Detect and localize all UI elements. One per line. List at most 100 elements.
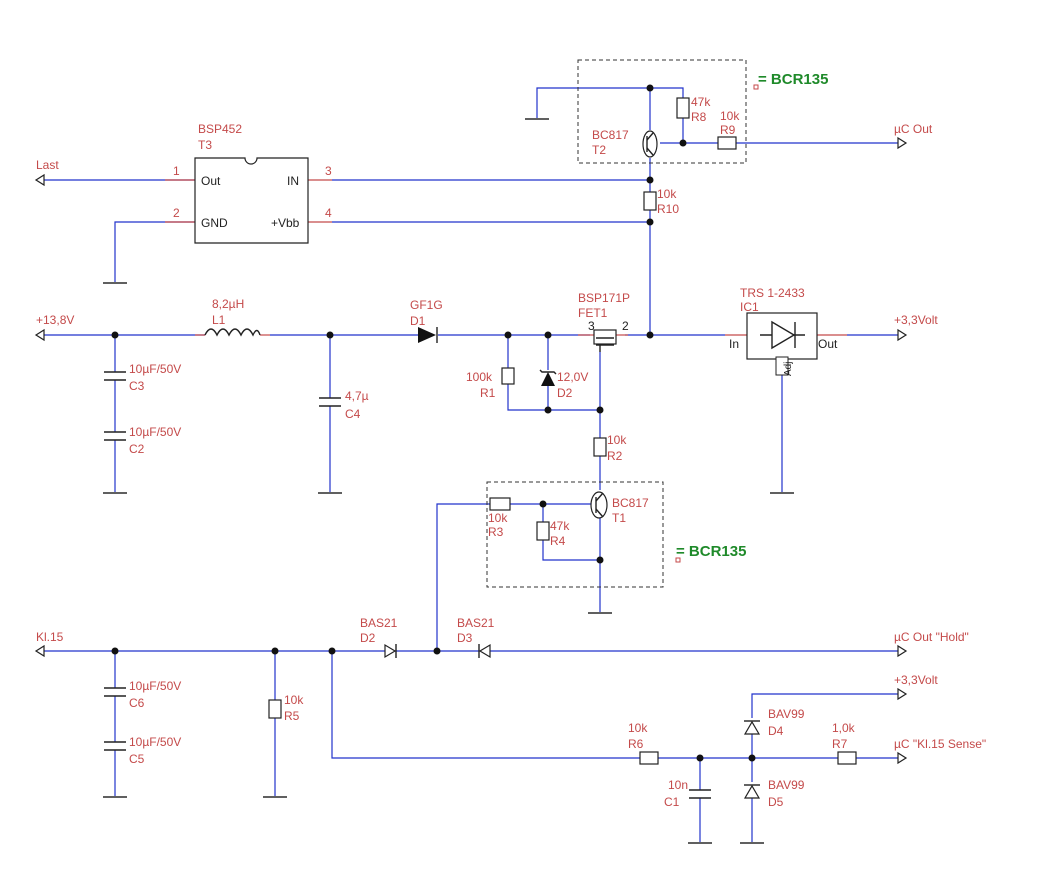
net-13v8-label: +13,8V bbox=[36, 313, 74, 327]
c6-value-label: 10µF/50V bbox=[129, 679, 181, 693]
t1-ref-label: T1 bbox=[612, 511, 626, 525]
r10-value-label: 10k bbox=[657, 187, 677, 201]
r4-value-label: 47k bbox=[550, 519, 570, 533]
t3-gnd-pin-name: GND bbox=[201, 216, 228, 230]
c5-value-label: 10µF/50V bbox=[129, 735, 181, 749]
t3-type-label: BSP452 bbox=[198, 122, 242, 136]
net-uc-kl15-sense-label: µC "Kl.15 Sense" bbox=[894, 737, 986, 751]
t3-pin1-label: 1 bbox=[173, 164, 180, 178]
connector-arrows bbox=[34, 136, 908, 765]
d2-zener bbox=[539, 369, 557, 386]
fet1-mosfet bbox=[593, 329, 617, 352]
c4-value-label: 4,7µ bbox=[345, 389, 369, 403]
r5-value-label: 10k bbox=[284, 693, 304, 707]
t2-type-label: BC817 bbox=[592, 128, 629, 142]
junction-dots bbox=[111, 84, 756, 762]
d1-ref-label: D1 bbox=[410, 314, 426, 328]
c1-value-label: 10n bbox=[668, 778, 688, 792]
r3-ref-label: R3 bbox=[488, 525, 504, 539]
t1-transistor bbox=[590, 491, 608, 519]
t2-ref-label: T2 bbox=[592, 143, 606, 157]
ic1-ref-label: IC1 bbox=[740, 300, 759, 314]
c2-ref-label: C2 bbox=[129, 442, 145, 456]
fet1-ref-label: FET1 bbox=[578, 306, 608, 320]
bcr135-top-box bbox=[577, 59, 747, 164]
t3-vbb-pin-name: +Vbb bbox=[271, 216, 300, 230]
r4-resistor bbox=[536, 521, 550, 541]
r2-ref-label: R2 bbox=[607, 449, 623, 463]
t1-type-label: BC817 bbox=[612, 496, 649, 510]
ic1-adj-pin-name: Adj bbox=[783, 362, 794, 376]
c4-ref-label: C4 bbox=[345, 407, 361, 421]
c3-value-label: 10µF/50V bbox=[129, 362, 181, 376]
d4-bav99-diode bbox=[743, 720, 761, 735]
t3-pin3-label: 3 bbox=[325, 164, 332, 178]
r7-value-label: 1,0k bbox=[832, 721, 856, 735]
ic1-regulator bbox=[746, 312, 818, 376]
r1-value-label: 100k bbox=[466, 370, 493, 384]
r2-resistor bbox=[593, 437, 607, 457]
r6-resistor bbox=[639, 751, 659, 765]
net-3v3-top-label: +3,3Volt bbox=[894, 313, 938, 327]
r10-ref-label: R10 bbox=[657, 202, 679, 216]
bcr135-top-label: = BCR135 bbox=[758, 71, 828, 88]
capacitors bbox=[104, 371, 711, 799]
wires bbox=[44, 87, 898, 842]
bcr135-bottom-box bbox=[486, 481, 664, 588]
t3-pin2-label: 2 bbox=[173, 206, 180, 220]
r5-resistor bbox=[268, 699, 282, 719]
c3-ref-label: C3 bbox=[129, 379, 145, 393]
fet1-type-label: BSP171P bbox=[578, 291, 630, 305]
d4-bav99-type-label: BAV99 bbox=[768, 707, 805, 721]
ic1-out-pin-name: Out bbox=[818, 337, 838, 351]
r5-ref-label: R5 bbox=[284, 709, 300, 723]
d1-diode bbox=[418, 327, 438, 343]
net-uc-out-label: µC Out bbox=[894, 122, 933, 136]
fet1-pin3-label: 3 bbox=[588, 319, 595, 333]
d1-type-label: GF1G bbox=[410, 298, 443, 312]
r3-resistor bbox=[489, 497, 511, 511]
r2-value-label: 10k bbox=[607, 433, 627, 447]
d2-zener-value-label: 12,0V bbox=[557, 370, 588, 384]
net-uc-out-hold-label: µC Out "Hold" bbox=[894, 630, 969, 644]
r8-resistor bbox=[676, 97, 690, 119]
t3-ic-body bbox=[194, 157, 309, 244]
c1-ref-label: C1 bbox=[664, 795, 680, 809]
r4-ref-label: R4 bbox=[550, 534, 566, 548]
d5-bav99-type-label: BAV99 bbox=[768, 778, 805, 792]
r3-value-label: 10k bbox=[488, 511, 508, 525]
r6-value-label: 10k bbox=[628, 721, 648, 735]
net-kl15-label: Kl.15 bbox=[36, 630, 64, 644]
r7-ref-label: R7 bbox=[832, 737, 848, 751]
d4-bav99-ref-label: D4 bbox=[768, 724, 784, 738]
r7-resistor bbox=[837, 751, 857, 765]
r1-ref-label: R1 bbox=[480, 386, 496, 400]
r8-ref-label: R8 bbox=[691, 110, 707, 124]
t3-pin4-label: 4 bbox=[325, 206, 332, 220]
pin-stubs bbox=[165, 179, 847, 336]
bcr135-top-marker bbox=[753, 84, 759, 90]
ic1-type-label: TRS 1-2433 bbox=[740, 286, 805, 300]
r1-resistor bbox=[501, 367, 515, 385]
d3-bas21-ref-label: D3 bbox=[457, 631, 473, 645]
c6-ref-label: C6 bbox=[129, 696, 145, 710]
r9-ref-label: R9 bbox=[720, 123, 736, 137]
bcr135-bottom-label: = BCR135 bbox=[676, 543, 746, 560]
d2-zener-ref-label: D2 bbox=[557, 386, 573, 400]
d5-bav99-ref-label: D5 bbox=[768, 795, 784, 809]
c5-ref-label: C5 bbox=[129, 752, 145, 766]
d2-bas21-diode bbox=[384, 643, 397, 659]
fet1-pin2-label: 2 bbox=[622, 319, 629, 333]
d3-bas21-type-label: BAS21 bbox=[457, 616, 495, 630]
r8-value-label: 47k bbox=[691, 95, 711, 109]
d2-bas21-type-label: BAS21 bbox=[360, 616, 398, 630]
t3-out-pin-name: Out bbox=[201, 174, 221, 188]
l1-value-label: 8,2µH bbox=[212, 297, 244, 311]
ground-symbols bbox=[103, 118, 794, 844]
c2-value-label: 10µF/50V bbox=[129, 425, 181, 439]
r10-resistor bbox=[643, 191, 657, 211]
t2-transistor bbox=[642, 130, 658, 158]
t3-ref-label: T3 bbox=[198, 138, 212, 152]
d2-bas21-ref-label: D2 bbox=[360, 631, 376, 645]
